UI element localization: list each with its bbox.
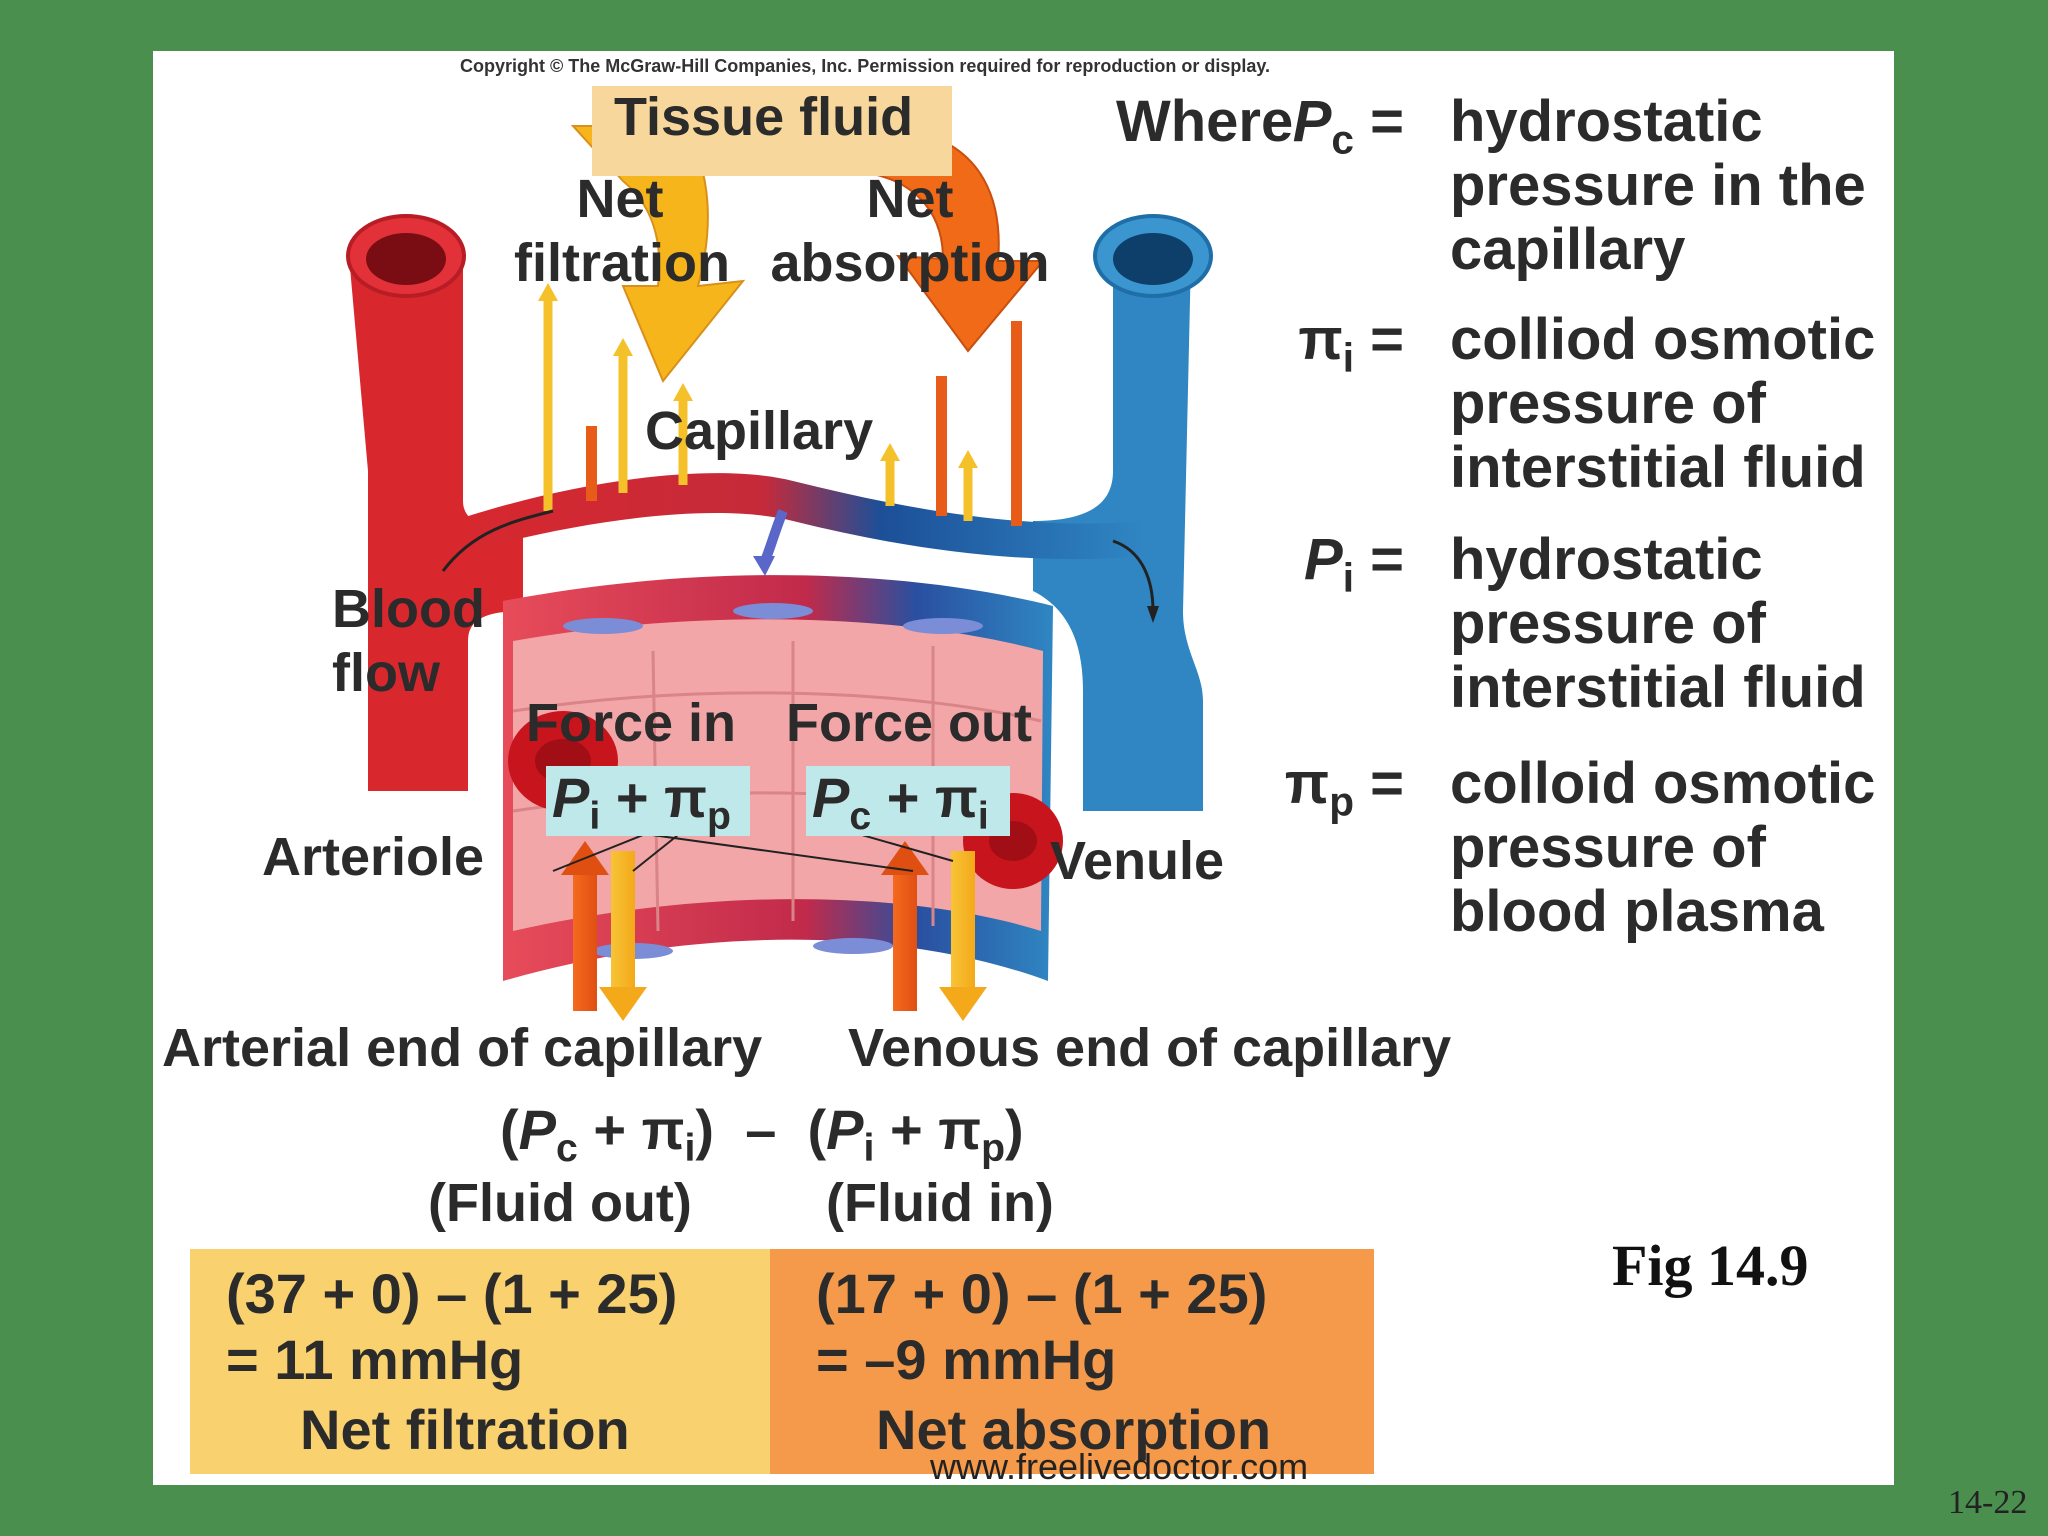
blood-flow-label-1: Blood bbox=[332, 579, 485, 639]
tissue-fluid-label: Tissue fluid bbox=[614, 87, 914, 147]
net-filtration-label-1: Net bbox=[576, 169, 664, 229]
section-indicator-arrow bbox=[760, 509, 788, 563]
filtration-arrows bbox=[538, 283, 978, 521]
arterial-outcome: Net filtration bbox=[300, 1398, 630, 1461]
venous-calculation: (17 + 0) – (1 + 25) bbox=[816, 1262, 1268, 1325]
arteriole-label: Arteriole bbox=[262, 827, 485, 887]
venule-label: Venule bbox=[1050, 831, 1225, 891]
net-pressure-formula: (Pc + πi) – (Pi + πp) bbox=[500, 1098, 1024, 1171]
definition-symbol-pi-p: πp = bbox=[1284, 751, 1404, 825]
arterial-calculation: (37 + 0) – (1 + 25) bbox=[226, 1262, 678, 1325]
capillary-label: Capillary bbox=[645, 401, 874, 461]
venous-outcome: Net absorption bbox=[876, 1398, 1272, 1461]
net-filtration-label-2: filtration bbox=[514, 233, 730, 293]
figure-label: Fig 14.9 bbox=[1612, 1233, 1809, 1298]
venous-result: = –9 mmHg bbox=[816, 1328, 1117, 1391]
definition-where: Where bbox=[1116, 89, 1294, 154]
force-out-label: Force out bbox=[786, 693, 1033, 753]
force-out-formula: Pc + πi bbox=[806, 766, 1010, 838]
venous-result-box bbox=[770, 1249, 1374, 1474]
force-in-formula: Pi + πp bbox=[546, 766, 750, 838]
net-absorption-label-2: absorption bbox=[770, 233, 1050, 293]
copyright-notice: Copyright © The McGraw-Hill Companies, I… bbox=[460, 56, 1271, 76]
arterial-result: = 11 mmHg bbox=[226, 1328, 524, 1391]
definition-symbol-pi-i: πi = bbox=[1298, 307, 1404, 381]
absorption-arrows bbox=[586, 321, 1022, 526]
definition-symbol-pi: Pi = bbox=[1304, 527, 1404, 601]
net-absorption-arrow bbox=[852, 129, 1046, 353]
fluid-in-label: (Fluid in) bbox=[826, 1173, 1054, 1233]
arterial-end-label: Arterial end of capillary bbox=[162, 1018, 763, 1078]
watermark: www.freelivedoctor.com bbox=[930, 1446, 1309, 1487]
slide-number: 14-22 bbox=[1948, 1484, 2028, 1521]
blood-flow-arrow bbox=[441, 509, 554, 572]
force-in-label: Force in bbox=[526, 693, 737, 753]
blood-flow-label-2: flow bbox=[332, 643, 440, 703]
capillary-illustration bbox=[346, 125, 1213, 1021]
fluid-out-label: (Fluid out) bbox=[428, 1173, 692, 1233]
definition-symbol-pc: Pc = bbox=[1292, 89, 1404, 163]
capillary-tube bbox=[453, 473, 1143, 560]
arterial-result-box bbox=[190, 1249, 770, 1474]
net-absorption-label-1: Net bbox=[866, 169, 954, 229]
tissue-fluid-box bbox=[592, 86, 952, 176]
arteriole-vessel bbox=[349, 256, 523, 791]
venous-end-label: Venous end of capillary bbox=[848, 1018, 1452, 1078]
